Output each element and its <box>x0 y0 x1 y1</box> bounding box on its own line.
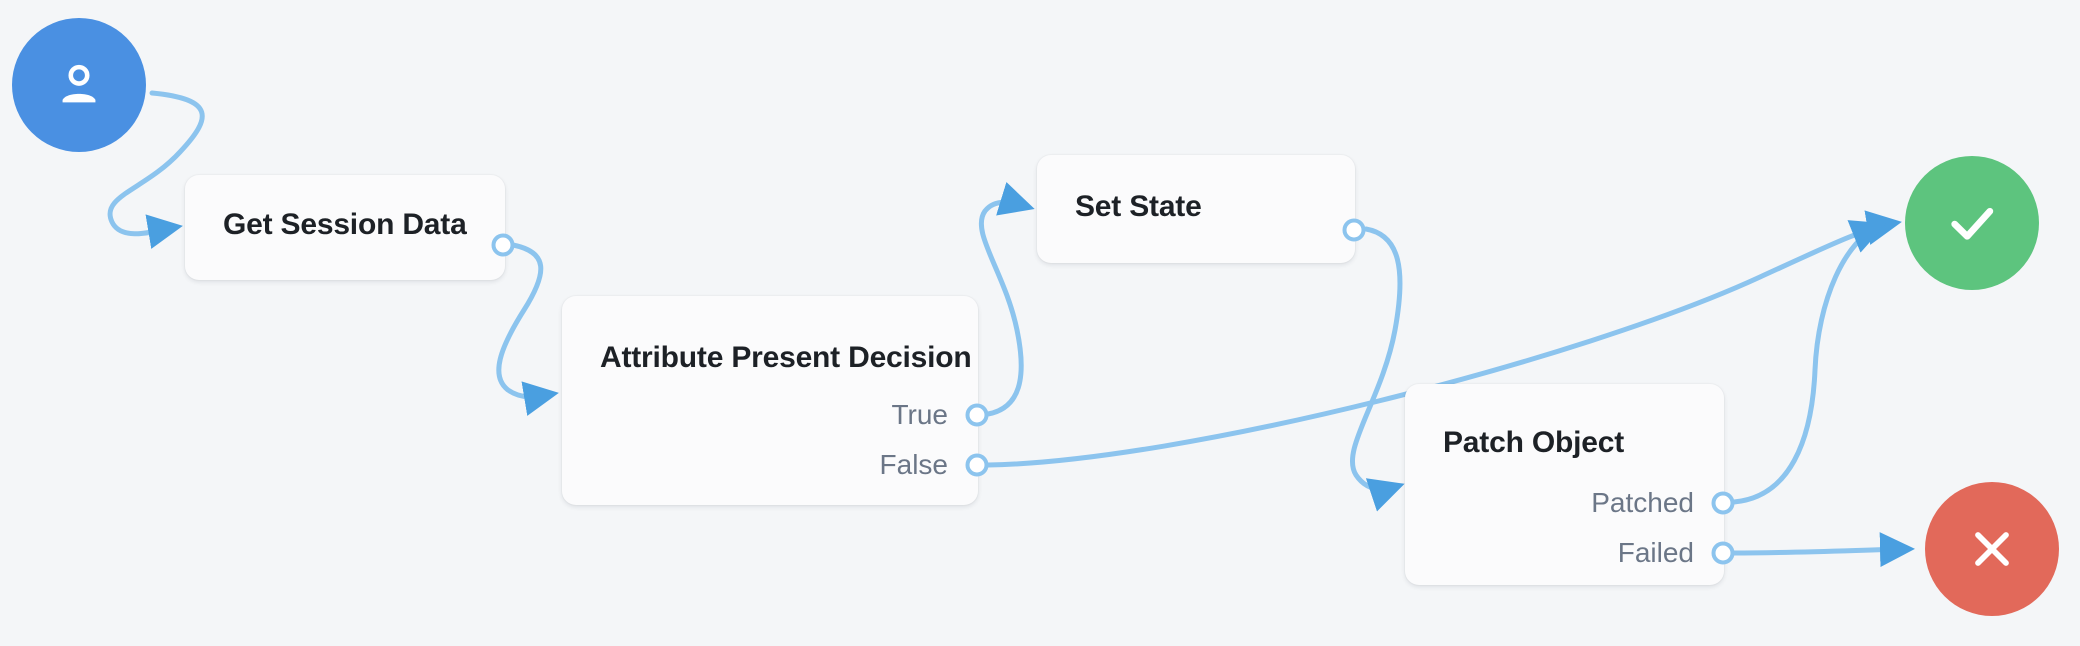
user-icon <box>62 64 96 103</box>
port-label-patched: Patched <box>1591 487 1694 518</box>
node-title-attribute-present-decision: Attribute Present Decision <box>600 341 972 374</box>
port-set-state-out[interactable] <box>1341 217 1367 243</box>
port-patch-object-failed[interactable] <box>1710 540 1736 566</box>
port-label-false: False <box>879 449 948 480</box>
decision-true-to-set-state[interactable] <box>978 182 1035 417</box>
trigger-node-user[interactable] <box>12 18 146 152</box>
port-get-session-data-out[interactable] <box>490 232 516 258</box>
port-label-true: True <box>891 399 948 430</box>
node-title-patch-object: Patch Object <box>1443 426 1624 459</box>
node-title-set-state: Set State <box>1075 190 1202 223</box>
set-state-to-patch-object[interactable] <box>1349 226 1405 512</box>
port-label-failed: Failed <box>1617 537 1694 568</box>
node-get-session-data[interactable]: Get Session Data <box>185 175 505 280</box>
get-session-data-to-decision[interactable] <box>496 242 559 416</box>
node-title-get-session-data: Get Session Data <box>223 208 467 241</box>
node-success-end[interactable] <box>1905 156 2039 290</box>
node-error-end[interactable] <box>1925 482 2059 616</box>
port-decision-true[interactable] <box>964 402 990 428</box>
port-patch-object-patched[interactable] <box>1710 490 1736 516</box>
port-decision-false[interactable] <box>964 452 990 478</box>
check-icon <box>1951 207 1994 240</box>
close-icon <box>1975 532 2009 566</box>
node-attribute-present-decision[interactable]: Attribute Present Decision True False <box>562 296 978 505</box>
node-patch-object[interactable]: Patch Object Patched Failed <box>1405 384 1724 585</box>
failed-to-error[interactable] <box>1731 532 1915 568</box>
node-set-state[interactable]: Set State <box>1037 155 1355 263</box>
patched-to-success[interactable] <box>1731 220 1887 505</box>
